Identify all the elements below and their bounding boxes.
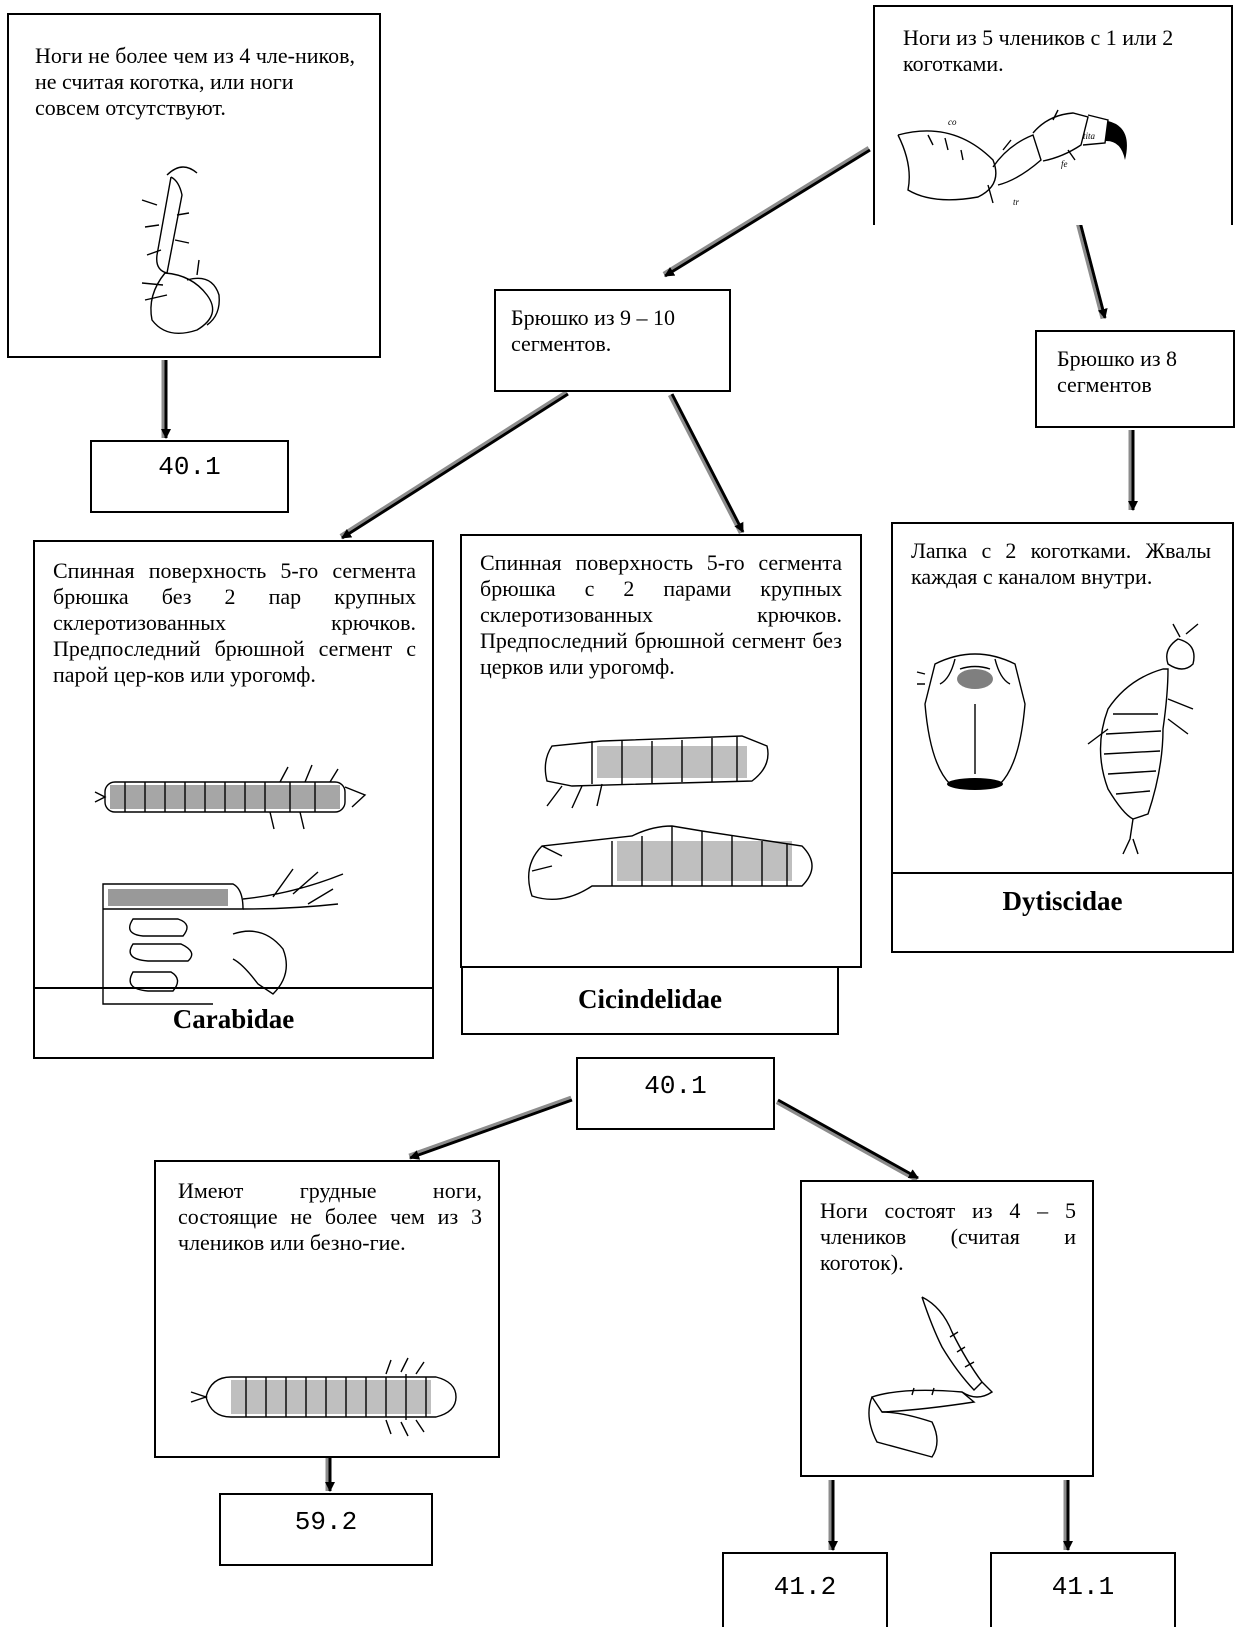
carabidae-description: Спинная поверхность 5-го сегмента брюшка… (53, 558, 416, 687)
cicindelidae-description: Спинная поверхность 5-го сегмента брюшка… (480, 550, 842, 679)
ref-box-59-2: 59.2 (219, 1493, 433, 1566)
cicindelidae-label-box: Cicindelidae (461, 966, 839, 1035)
node-carabidae: Спинная поверхность 5-го сегмента брюшка… (33, 540, 434, 1059)
leg-label-tr: tr (1013, 197, 1020, 207)
arrow-abdomen-9-10-to-cicindelidae (667, 393, 745, 535)
dytiscidae-name: Dytiscidae (1002, 886, 1123, 916)
ref-box-41-2: 41.2 (722, 1552, 888, 1627)
carabidae-larva-dorsal (94, 764, 367, 830)
cicindelidae-larvae-drawing (528, 735, 813, 901)
leg-drawing-small (141, 166, 220, 334)
arrow-40-1-to-legs-3 (408, 1095, 573, 1160)
ref-box-40-1-top: 40.1 (90, 440, 289, 513)
node-abdomen-8: Брюшко из 8 сегментов (1035, 330, 1235, 428)
legs-3-description: Имеют грудные ноги, состоящие не более ч… (178, 1178, 482, 1255)
ref-40-1-mid-label: 40.1 (644, 1071, 707, 1101)
leg-drawing-4-5-segments (868, 1296, 994, 1458)
node-legs-5-text: Ноги из 5 члеников с 1 или 2 коготками. (903, 25, 1174, 76)
node-legs-4-5-segments: Ноги состоят из 4 – 5 члеников (считая и… (800, 1180, 1094, 1477)
node-legs-3-segments: Имеют грудные ноги, состоящие не более ч… (154, 1160, 500, 1458)
dytiscidae-head-drawing (916, 653, 1026, 790)
dytiscidae-larva-drawing (1087, 623, 1199, 855)
larva-without-legs-drawing (190, 1357, 457, 1437)
node-legs-4-segments: Ноги не более чем из 4 чле-ников, не счи… (7, 13, 381, 358)
ref-59-2-label: 59.2 (294, 1507, 358, 1537)
node-abdomen-9-10-text: Брюшко из 9 – 10 сегментов. (511, 305, 676, 356)
arrow-legs5-to-abdomen-9-10 (662, 146, 871, 278)
node-dytiscidae: Лапка с 2 коготками. Жвалы каждая с кана… (891, 522, 1234, 953)
leg-drawing-five-segments: co tita fe tr (897, 109, 1127, 207)
arrow-legs-4-5-to-41-2 (828, 1480, 838, 1551)
arrow-abdomen-8-to-dytiscidae (1128, 430, 1138, 511)
arrow-legs5-to-abdomen-8 (1075, 221, 1108, 320)
dytiscidae-description: Лапка с 2 коготками. Жвалы каждая с кана… (911, 538, 1211, 589)
node-legs-5-segments: Ноги из 5 члеников с 1 или 2 коготками. … (873, 5, 1233, 225)
arrow-abdomen-9-10-to-carabidae (339, 390, 569, 540)
carabidae-name: Carabidae (172, 1004, 295, 1034)
ref-41-2-label: 41.2 (773, 1572, 837, 1602)
arrow-legs-3-to-59-2 (325, 1458, 335, 1492)
dytiscidae-divider (893, 872, 1232, 874)
carabidae-divider (35, 987, 432, 989)
legs-4-5-description: Ноги состоят из 4 – 5 члеников (считая и… (820, 1198, 1076, 1275)
node-abdomen-9-10: Брюшко из 9 – 10 сегментов. (494, 289, 731, 392)
ref-40-1-top-label: 40.1 (158, 452, 221, 482)
cicindelidae-name: Cicindelidae (577, 984, 722, 1014)
arrow-legs-4-5-to-41-1 (1063, 1480, 1073, 1551)
ref-box-40-1-mid: 40.1 (576, 1057, 775, 1130)
node-abdomen-8-text: Брюшко из 8 сегментов (1057, 346, 1178, 397)
carabidae-larva-segment-detail (102, 868, 344, 1005)
arrow-40-1-to-legs-4-5 (775, 1098, 919, 1182)
node-legs-4-text: Ноги не более чем из 4 чле-ников, не счи… (35, 43, 355, 120)
leg-label-co: co (948, 117, 957, 127)
node-cicindelidae: Спинная поверхность 5-го сегмента брюшка… (460, 534, 862, 968)
arrow-legs4-to-40-1 (161, 360, 171, 439)
leg-label-tita: tita (1083, 131, 1096, 141)
leg-label-fe: fe (1061, 159, 1068, 169)
ref-41-1-label: 41.1 (1051, 1572, 1115, 1602)
ref-box-41-1: 41.1 (990, 1552, 1176, 1627)
